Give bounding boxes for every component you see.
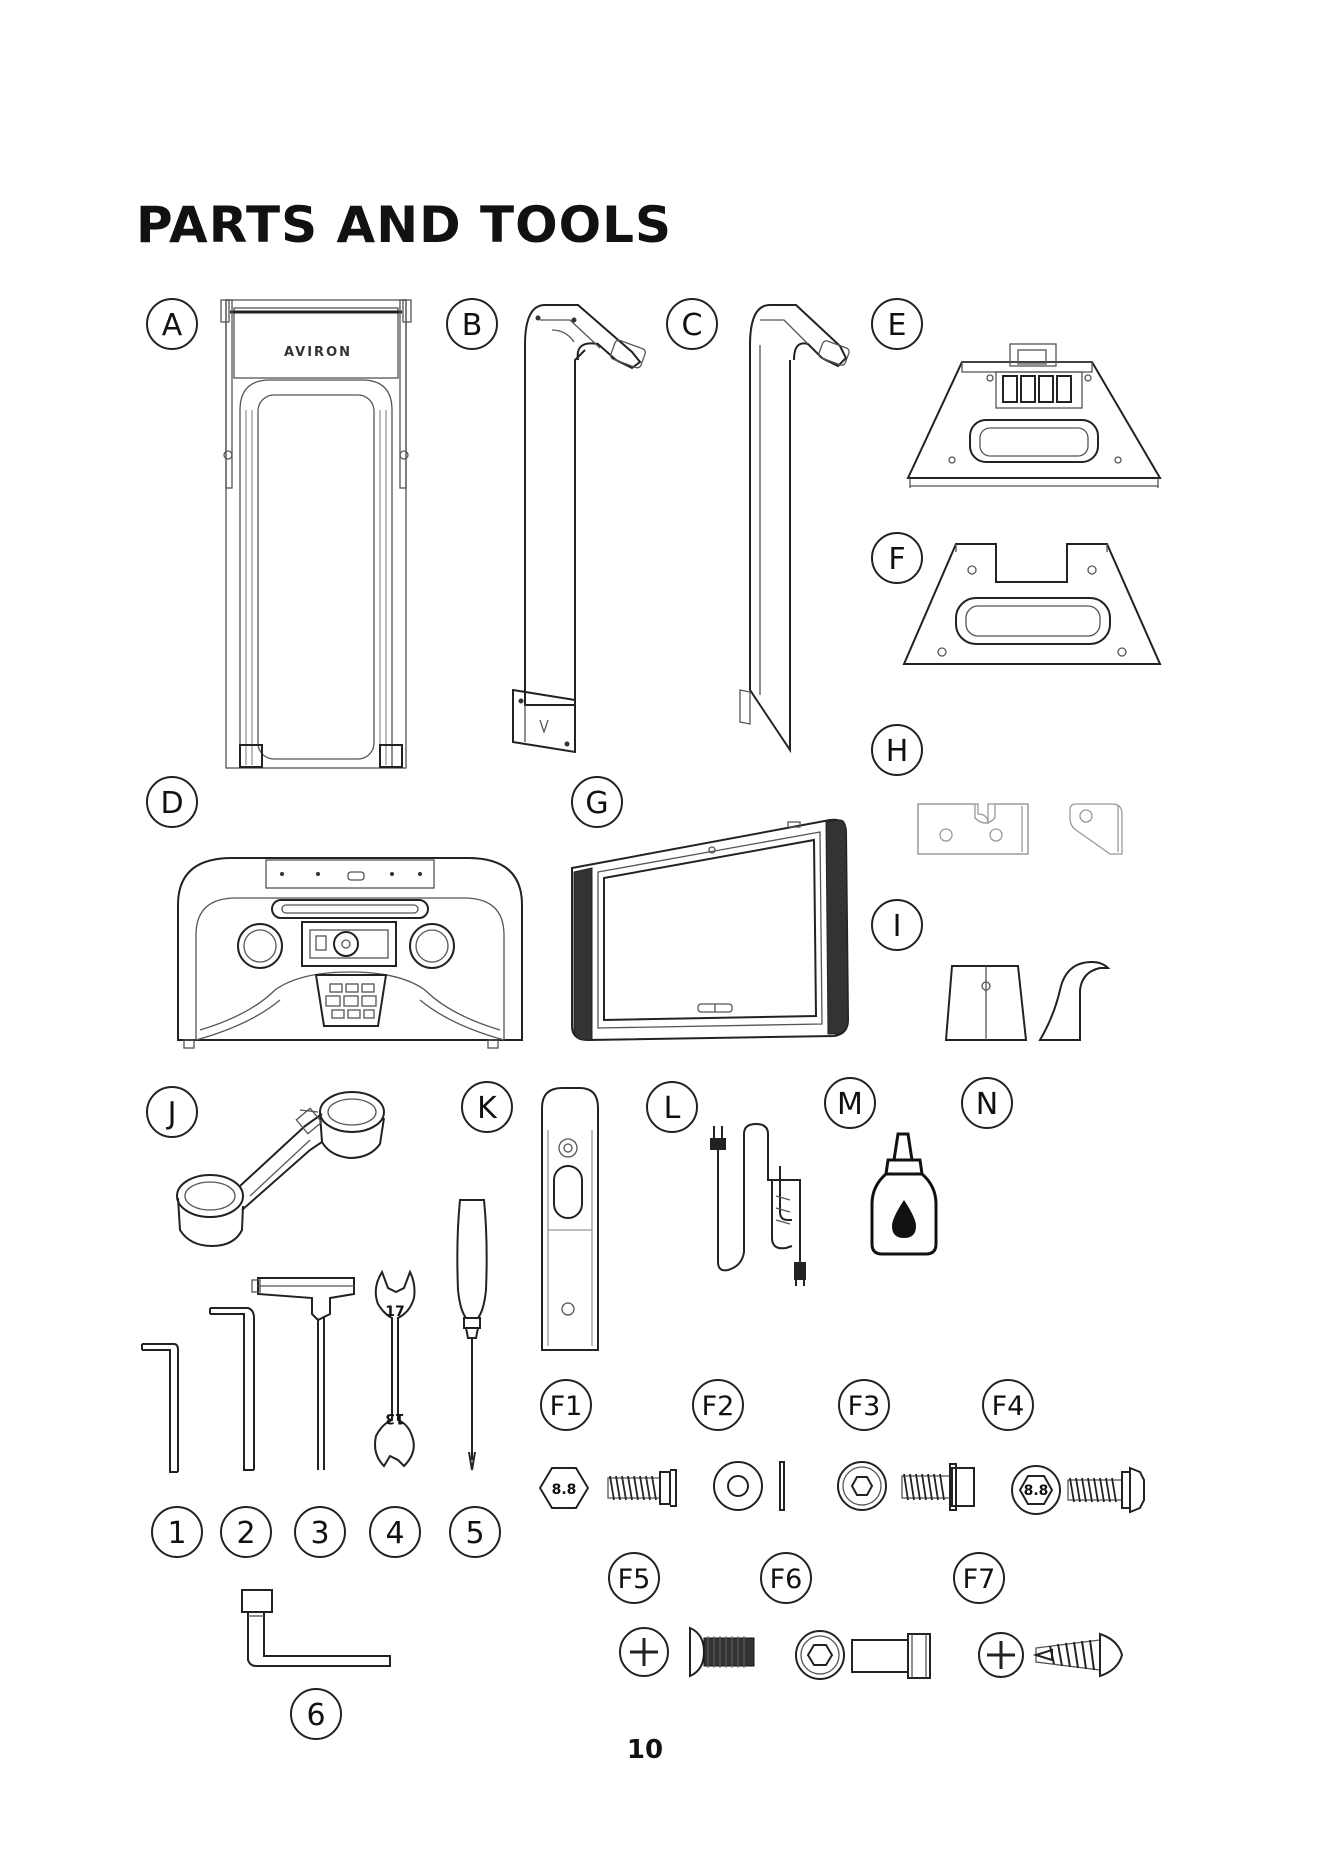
label-f7: F7 (954, 1553, 1004, 1603)
svg-text:E: E (888, 308, 907, 343)
svg-text:F7: F7 (963, 1564, 996, 1595)
label-f: F (872, 533, 922, 583)
label-f2: F2 (693, 1380, 743, 1430)
label-l: L (647, 1082, 697, 1132)
svg-text:J: J (166, 1096, 177, 1131)
tool-3-t-handle-key (252, 1278, 354, 1470)
svg-text:1: 1 (167, 1516, 186, 1551)
label-k: K (462, 1082, 512, 1132)
svg-text:6: 6 (306, 1698, 325, 1733)
svg-text:F6: F6 (770, 1564, 803, 1595)
part-f-base-bracket (904, 544, 1160, 664)
svg-text:F2: F2 (702, 1391, 735, 1422)
svg-text:4: 4 (385, 1516, 404, 1551)
svg-text:F4: F4 (992, 1391, 1025, 1422)
label-tool-6: 6 (291, 1689, 341, 1739)
svg-text:L: L (664, 1091, 681, 1126)
svg-text:F3: F3 (848, 1391, 881, 1422)
hardware-f4-flange-bolt: 8.8 (1012, 1466, 1144, 1514)
svg-text:5: 5 (465, 1516, 484, 1551)
part-h-brackets (918, 804, 1122, 854)
svg-text:AVIRON: AVIRON (284, 345, 352, 360)
label-d: D (147, 777, 197, 827)
label-f6: F6 (761, 1553, 811, 1603)
part-l-power-cord (710, 1124, 806, 1286)
label-tool-3: 3 (295, 1507, 345, 1557)
svg-text:2: 2 (236, 1516, 255, 1551)
label-g: G (572, 777, 622, 827)
svg-text:B: B (462, 308, 483, 343)
svg-text:H: H (886, 734, 909, 769)
part-i-end-caps (946, 962, 1108, 1040)
svg-text:M: M (837, 1087, 863, 1122)
tool-5-screwdriver (457, 1200, 486, 1470)
svg-text:K: K (477, 1091, 498, 1126)
svg-text:I: I (893, 909, 902, 944)
svg-text:13: 13 (385, 1410, 404, 1426)
tool-2-hex-key (210, 1308, 254, 1470)
hardware-f1-hex-bolt: 8.8 (540, 1468, 676, 1508)
label-a: A (147, 299, 197, 349)
svg-text:3: 3 (310, 1516, 329, 1551)
label-f4: F4 (983, 1380, 1033, 1430)
label-i: I (872, 900, 922, 950)
label-tool-1: 1 (152, 1507, 202, 1557)
hardware-f2-washer (714, 1462, 784, 1510)
part-j-cup-holder (177, 1092, 384, 1246)
part-k-cover-plate (542, 1088, 598, 1350)
hardware-f5-phillips-screw (620, 1628, 754, 1676)
part-a-treadmill-deck: AVIRON (221, 300, 411, 768)
part-c-right-upright (740, 305, 850, 750)
part-d-console (178, 858, 522, 1048)
label-h: H (872, 725, 922, 775)
svg-text:8.8: 8.8 (1024, 1483, 1049, 1499)
label-c: C (667, 299, 717, 349)
label-f5: F5 (609, 1553, 659, 1603)
label-b: B (447, 299, 497, 349)
svg-text:F: F (888, 542, 905, 577)
part-g-tablet (572, 820, 848, 1040)
svg-text:N: N (976, 1087, 998, 1122)
svg-text:D: D (160, 786, 183, 821)
label-tool-5: 5 (450, 1507, 500, 1557)
label-e: E (872, 299, 922, 349)
label-m: M (825, 1078, 875, 1128)
label-j: J (147, 1087, 197, 1137)
page-number: 10 (0, 1735, 1290, 1765)
part-e-base-bracket (908, 344, 1160, 488)
part-b-left-upright (513, 305, 646, 752)
tool-4-wrench: 17 13 (375, 1272, 415, 1466)
hardware-f3-socket-bolt (838, 1462, 974, 1510)
label-tool-2: 2 (221, 1507, 271, 1557)
svg-text:F5: F5 (618, 1564, 651, 1595)
label-f1: F1 (541, 1380, 591, 1430)
label-tool-4: 4 (370, 1507, 420, 1557)
svg-text:C: C (682, 308, 703, 343)
part-m-oil-bottle (872, 1134, 936, 1254)
svg-text:F1: F1 (550, 1391, 583, 1422)
hardware-f6-shoulder-bolt (796, 1631, 930, 1679)
svg-text:G: G (585, 786, 608, 821)
svg-text:17: 17 (385, 1304, 404, 1320)
label-n: N (962, 1078, 1012, 1128)
hardware-f7-tapping-screw (979, 1633, 1122, 1677)
svg-text:A: A (162, 308, 183, 343)
label-f3: F3 (839, 1380, 889, 1430)
svg-text:8.8: 8.8 (552, 1482, 577, 1498)
tool-6-box-wrench (242, 1590, 390, 1666)
tool-1-hex-key (142, 1344, 178, 1472)
